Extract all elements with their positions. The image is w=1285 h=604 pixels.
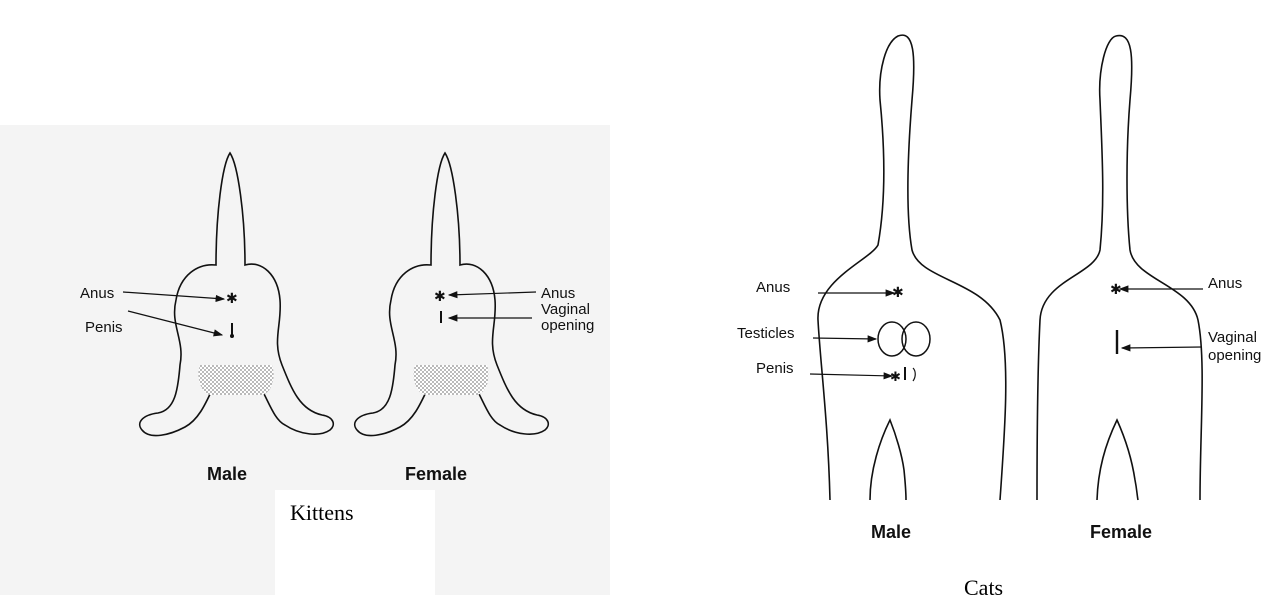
cat-female-anus-label: Anus [1208,276,1242,292]
cat-male-sex-label: Male [871,522,911,543]
male-cat-outline [818,35,1006,500]
kitten-female-sex-label: Female [405,464,467,485]
male-kitten-shading [198,365,273,395]
male-kitten-anus-mark: ✱ [226,290,238,306]
cat-male-testicles-label: Testicles [737,326,795,342]
kitten-female-vaginal-label-1: Vaginal [541,302,590,318]
cats-diagram: ✱ ✱ ✱ Anus Testicles Penis Anus Vaginal … [680,0,1285,560]
cats-caption: Cats [964,575,1003,601]
kittens-diagram: ✱ ✱ Anus Penis Anus Vaginal opening Male… [0,125,610,595]
cat-male-anus-label: Anus [756,280,790,296]
female-cat-anus-mark: ✱ [1110,281,1122,297]
kitten-male-sex-label: Male [207,464,247,485]
kitten-female-vaginal-label-2: opening [541,318,594,334]
female-kitten-anus-mark: ✱ [434,288,446,304]
kittens-caption: Kittens [290,500,354,526]
kitten-female-anus-label: Anus [541,286,575,302]
cat-female-sex-label: Female [1090,522,1152,543]
cat-female-vaginal-label-1: Vaginal [1208,330,1257,346]
kitten-male-penis-label: Penis [85,320,123,336]
female-cat-outline [1037,36,1202,500]
female-kitten-shading [413,365,488,395]
cat-female-vaginal-label-2: opening [1208,348,1261,364]
cat-male-penis-label: Penis [756,361,794,377]
kitten-male-anus-label: Anus [80,286,114,302]
male-cat-anus-mark: ✱ [892,284,904,300]
